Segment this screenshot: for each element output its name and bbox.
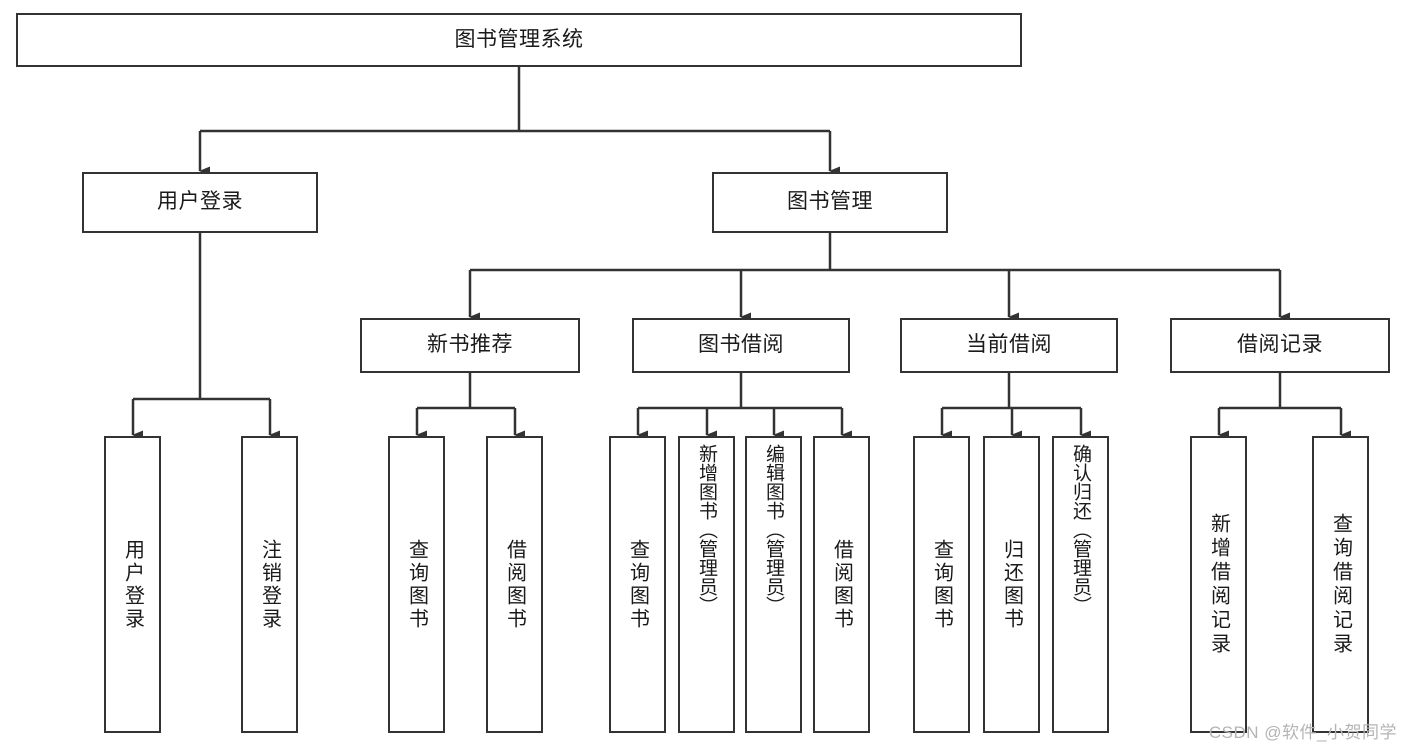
node-label-user-login: 用户登录 <box>157 190 243 214</box>
node-label-book-borrow: 图书借阅 <box>698 333 784 357</box>
node-leaf-query-book-1[interactable]: 查询图书 <box>388 436 445 733</box>
node-leaf-user-login[interactable]: 用户登录 <box>104 436 161 733</box>
node-leaf-add-book-admin[interactable]: 新增图书（管理员） <box>678 436 735 733</box>
node-label-leaf-borrow-book-2: 借阅图书 <box>830 538 853 631</box>
node-label-leaf-query-borrow-record: 查询借阅记录 <box>1329 512 1352 657</box>
node-leaf-confirm-return-admin[interactable]: 确认归还（管理员） <box>1052 436 1109 733</box>
node-user-login[interactable]: 用户登录 <box>82 172 318 233</box>
node-label-leaf-borrow-book-1: 借阅图书 <box>503 538 526 631</box>
node-new-book-recommend[interactable]: 新书推荐 <box>360 318 580 373</box>
node-label-root: 图书管理系统 <box>454 27 584 51</box>
node-book-borrow[interactable]: 图书借阅 <box>632 318 850 373</box>
node-label-current-borrow: 当前借阅 <box>966 333 1052 357</box>
watermark: CSDN @软件_小贺同学 <box>1208 723 1397 742</box>
node-label-borrow-record: 借阅记录 <box>1237 333 1323 357</box>
node-leaf-query-book-3[interactable]: 查询图书 <box>913 436 970 733</box>
node-book-manage[interactable]: 图书管理 <box>712 172 948 233</box>
node-label-book-manage: 图书管理 <box>787 190 873 214</box>
node-label-leaf-confirm-return-admin: 确认归还（管理员） <box>1070 444 1091 615</box>
node-leaf-return-book[interactable]: 归还图书 <box>983 436 1040 733</box>
node-label-leaf-add-book-admin: 新增图书（管理员） <box>696 444 717 615</box>
node-root[interactable]: 图书管理系统 <box>16 13 1022 67</box>
node-label-leaf-query-book-1: 查询图书 <box>405 538 428 631</box>
node-label-leaf-edit-book-admin: 编辑图书（管理员） <box>763 444 784 615</box>
node-label-leaf-query-book-2: 查询图书 <box>626 538 649 631</box>
node-leaf-query-borrow-record[interactable]: 查询借阅记录 <box>1312 436 1369 733</box>
node-leaf-borrow-book-1[interactable]: 借阅图书 <box>486 436 543 733</box>
node-leaf-query-book-2[interactable]: 查询图书 <box>609 436 666 733</box>
node-label-new-book-recommend: 新书推荐 <box>427 333 513 357</box>
node-leaf-logout[interactable]: 注销登录 <box>241 436 298 733</box>
node-leaf-edit-book-admin[interactable]: 编辑图书（管理员） <box>745 436 802 733</box>
node-label-leaf-logout: 注销登录 <box>258 538 281 631</box>
node-borrow-record[interactable]: 借阅记录 <box>1170 318 1390 373</box>
node-label-leaf-return-book: 归还图书 <box>1000 538 1023 631</box>
node-label-leaf-query-book-3: 查询图书 <box>930 538 953 631</box>
node-current-borrow[interactable]: 当前借阅 <box>900 318 1118 373</box>
node-label-leaf-add-borrow-record: 新增借阅记录 <box>1207 512 1230 657</box>
node-leaf-borrow-book-2[interactable]: 借阅图书 <box>813 436 870 733</box>
node-leaf-add-borrow-record[interactable]: 新增借阅记录 <box>1190 436 1247 733</box>
node-label-leaf-user-login: 用户登录 <box>121 538 144 631</box>
